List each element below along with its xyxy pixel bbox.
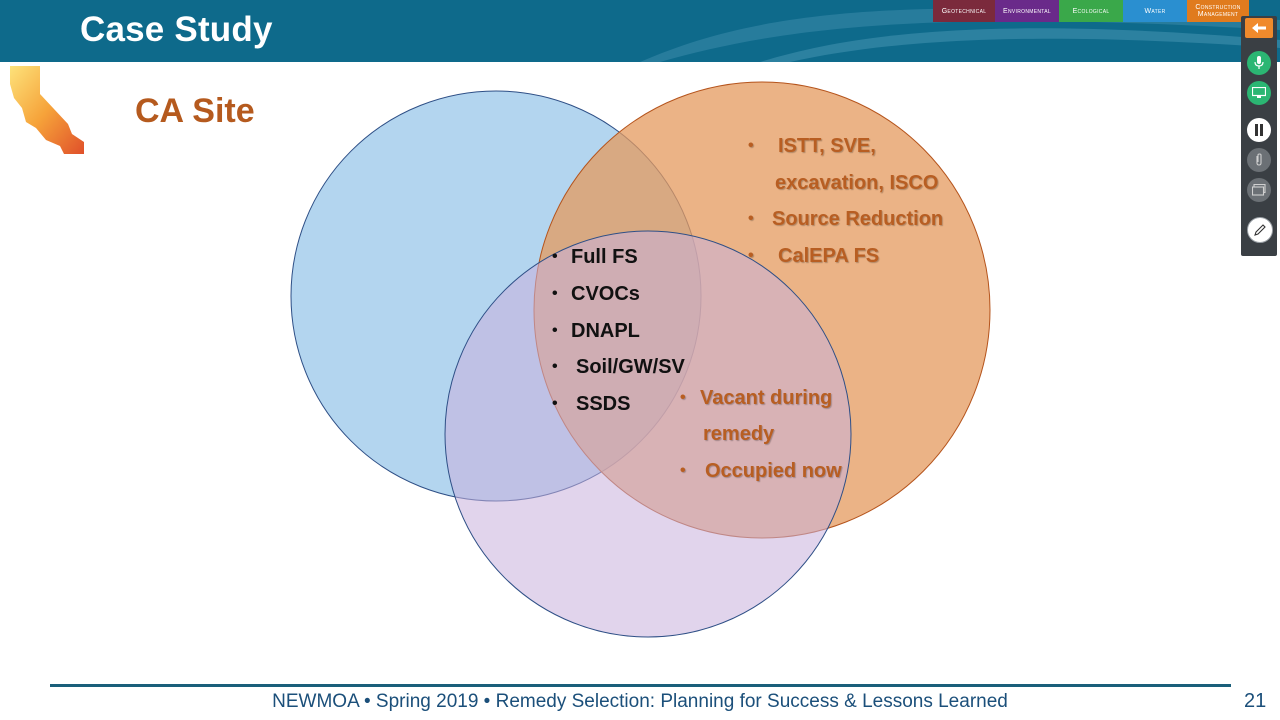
screen-icon[interactable]: [1247, 81, 1271, 105]
back-arrow-icon[interactable]: [1245, 18, 1273, 38]
pen-icon[interactable]: [1247, 217, 1273, 243]
category-tab-water: Water: [1123, 0, 1187, 22]
page-number: 21: [1244, 690, 1267, 712]
footer-text: NEWMOA • Spring 2019 • Remedy Selection:…: [272, 691, 1008, 712]
category-tab-ecological: Ecological: [1059, 0, 1123, 22]
pause-icon[interactable]: [1247, 118, 1271, 142]
venn-circle-purple: [444, 230, 852, 638]
category-tab-environmental: Environmental: [995, 0, 1059, 22]
presentation-toolbar: [1241, 16, 1277, 256]
attachment-icon[interactable]: [1247, 148, 1271, 172]
footer-divider: [50, 684, 1231, 687]
category-tab-construction-management: Construction Management: [1187, 0, 1249, 22]
category-tabs: Geotechnical Environmental Ecological Wa…: [933, 0, 1249, 22]
microphone-icon[interactable]: [1247, 51, 1271, 75]
list-item: excavation, ISCO: [775, 172, 939, 194]
list-item: remedy: [703, 423, 775, 445]
california-map-icon: [10, 66, 84, 154]
category-tab-geotechnical: Geotechnical: [933, 0, 995, 22]
page-title: Case Study: [80, 10, 273, 49]
slide-subtitle: CA Site: [135, 92, 255, 130]
window-icon[interactable]: [1247, 178, 1271, 202]
